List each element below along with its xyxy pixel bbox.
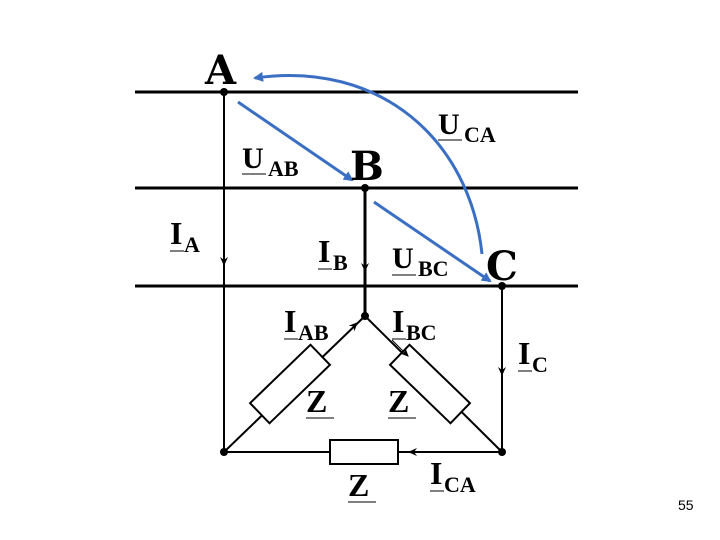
svg-text:B: B (333, 250, 348, 275)
svg-text:U: U (392, 242, 414, 275)
arrow-ibc-icon (391, 339, 409, 357)
page-number: 55 (678, 497, 694, 513)
svg-text:I: I (170, 215, 182, 251)
svg-text:Z: Z (306, 383, 327, 419)
svg-text:BC: BC (406, 320, 437, 345)
node-label-b: B (350, 143, 384, 190)
svg-text:A: A (184, 232, 200, 257)
voltage-label-uab: U AB (242, 142, 299, 181)
voltage-label-uca: U CA (438, 108, 496, 147)
current-label-ib: I B (318, 233, 348, 275)
impedance-ab-resistor (248, 343, 332, 425)
svg-text:CA: CA (464, 122, 496, 147)
arrow-iab-icon (339, 322, 358, 341)
current-label-ica: I CA (430, 455, 476, 497)
svg-text:I: I (430, 455, 442, 491)
svg-text:CA: CA (444, 472, 476, 497)
svg-text:I: I (392, 303, 404, 339)
svg-text:AB: AB (298, 320, 329, 345)
junction-dot-c (498, 282, 506, 290)
current-label-ia: I A (170, 215, 200, 257)
svg-text:AB: AB (268, 156, 299, 181)
node-label-c: C (486, 243, 518, 290)
voltage-label-ubc: U BC (392, 242, 449, 281)
voltage-arrow-uca (253, 71, 484, 255)
voltage-arrow-ubc (373, 200, 492, 283)
voltage-arrow-uab (237, 100, 354, 182)
current-label-ibc: I BC (392, 303, 437, 345)
svg-text:Z: Z (388, 383, 409, 419)
junction-dot-delta-top (361, 312, 369, 320)
junction-dot-b (361, 184, 369, 192)
impedance-label-ab: Z (306, 383, 334, 419)
current-label-iab: I AB (284, 303, 329, 345)
svg-text:I: I (518, 335, 530, 371)
junction-dot-a (220, 88, 228, 96)
svg-text:I: I (318, 233, 330, 269)
svg-text:BC: BC (418, 256, 449, 281)
svg-text:Z: Z (348, 467, 369, 503)
svg-text:U: U (242, 142, 264, 175)
svg-text:U: U (438, 108, 460, 141)
junction-dot-delta-left (220, 448, 228, 456)
svg-text:C: C (532, 352, 548, 377)
impedance-ca-resistor (329, 439, 399, 465)
impedance-label-ca: Z (348, 467, 376, 503)
current-label-ic: I C (518, 335, 548, 377)
node-label-a: A (204, 47, 237, 94)
svg-text:I: I (284, 303, 296, 339)
impedance-label-bc: Z (388, 383, 416, 419)
junction-dot-delta-right (498, 448, 506, 456)
